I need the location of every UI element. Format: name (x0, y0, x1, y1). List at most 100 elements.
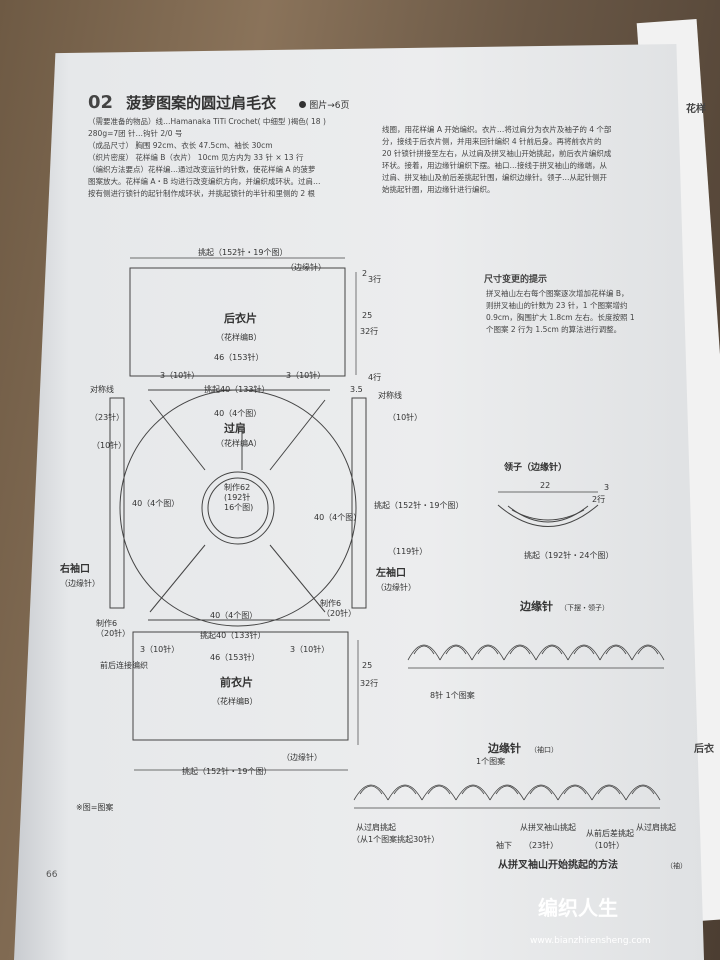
scallop-mark (625, 784, 661, 801)
watermark-logo: 编织人生 (538, 896, 618, 920)
label-collar-w22: 22 (540, 481, 550, 490)
label-h3-left: 3（10针） (160, 370, 199, 380)
label-back-pattern: （花样编B） (216, 332, 262, 342)
label-h2: 2 (362, 269, 367, 278)
side-pattern-label: 花样 (686, 104, 706, 115)
label-h25-b: 25 (362, 661, 372, 670)
edge-stitch-chart-hem (407, 644, 665, 669)
scallop-mark (421, 784, 457, 801)
label-v35: 3.5 (350, 385, 363, 394)
edge-stitch-chart-cuff (353, 784, 661, 809)
intro-right-line: 分，接线于后衣片侧，并用来回针编织 4 针前后身。再将前衣片的 (382, 137, 602, 146)
intro-right-line: 过肩、拼叉袖山及前后差挑起针围，编织边缘针。领子…从起针侧开 (382, 173, 607, 182)
label-edge-bottom: （边缘针） (282, 752, 322, 762)
label-p119: （119针） (388, 546, 427, 556)
label-pickup-top: 挑起（152针・19个图） (198, 247, 287, 257)
scallop-inner-mark (413, 645, 435, 655)
scallop-inner-mark (509, 645, 531, 655)
size-change-line: 则拼叉袖山的针数为 23 针，1 个图案增约 (486, 301, 628, 310)
label-right-cuff: 右袖口 (59, 562, 90, 575)
neck-label-line: 16个图) (224, 503, 253, 512)
label-from-yoke2: （从1个图案挑起30针） (352, 834, 439, 844)
label-40-right: 40（4个图） (314, 513, 361, 522)
label-edge1-rep: 8针 1个图案 (430, 690, 475, 700)
label-yoke-title: 过肩 (224, 421, 246, 435)
label-left-cuff: 左袖口 (375, 566, 406, 579)
label-p10-left: （10针） (92, 440, 126, 450)
intro-left-line: 280g=7团 针…钩针 2/0 号 (88, 129, 183, 138)
right-sleeve-strip (109, 397, 125, 609)
scallop-mark (535, 644, 569, 661)
scallop-mark (523, 784, 559, 801)
label-from-yoke: 从过肩挑起 (356, 822, 396, 832)
intro-left-line: 按有侧进行锁针的起针制作成环状，并挑起锁针的半针和里侧的 2 根 (88, 189, 316, 198)
label-front-title: 前衣片 (220, 675, 253, 689)
label-from-body: 从前后差挑起 (586, 828, 634, 838)
scallop-inner-mark (393, 785, 417, 795)
scallop-inner-mark (637, 645, 659, 655)
scallop-mark (407, 644, 441, 661)
scallop-inner-mark (359, 785, 383, 795)
label-pickup40-bottom: 挑起40（133针） (200, 630, 265, 640)
label-edge2-sub: （袖口） (530, 745, 558, 754)
label-st20-left: （20针） (96, 628, 130, 638)
label-h4: 4行 (368, 372, 381, 382)
label-from-sleeve: 从拼叉袖山挑起 (520, 822, 576, 832)
pattern-number: 02 (88, 92, 114, 113)
label-make6-right: 制作6 (320, 598, 341, 608)
label-collar-h3: 3 (604, 483, 609, 492)
scallop-inner-mark (495, 785, 519, 795)
scallop-inner-mark (597, 785, 621, 795)
intro-left-line: （织片密度） 花样编 B（衣片） 10cm 见方内为 33 针 × 13 行 (88, 153, 304, 162)
label-pickup40: 挑起40（133针） (204, 384, 269, 394)
label-left-cuff-edge: （边缘针） (376, 582, 416, 592)
neck-label-line: 制作62 (224, 482, 250, 492)
label-p10-right: （10针） (388, 412, 422, 422)
scallop-inner-mark (477, 645, 499, 655)
label-edge2-title: 边缘针 (487, 741, 521, 755)
label-st20-right: （20针） (322, 608, 356, 618)
back-body-shape (129, 267, 346, 377)
scallop-mark (439, 644, 473, 661)
scallop-mark (599, 644, 633, 661)
pattern-title: 菠萝图案的圆过肩毛衣 (126, 94, 277, 112)
intro-left-line: （成品尺寸） 胸围 92cm、衣长 47.5cm、袖长 30cm (88, 141, 273, 150)
intro-right-line: 始挑起针圈，用边缘针进行编织。 (382, 185, 495, 194)
scallop-inner-mark (573, 645, 595, 655)
size-change-line: 0.9cm，胸围扩大 1.8cm 左右。长度按照 1 (486, 313, 635, 322)
scallop-mark (503, 644, 537, 661)
scallop-inner-mark (541, 645, 563, 655)
label-edge-top: （边缘针） (286, 262, 326, 272)
scallop-inner-mark (529, 785, 553, 795)
size-change-title: 尺寸变更的提示 (484, 275, 548, 285)
label-under: 袖下 (496, 840, 512, 850)
pattern-header: 02 菠萝图案的圆过肩毛衣 图片→6页 (88, 92, 350, 113)
intro-right-line: 线圈，用花样编 A 开始编织。衣片…将过肩分为衣片及袖子的 4 个部 (382, 125, 612, 134)
intro-text-left: （需要准备的物品）线…Hamanaka TiTi Crochet( 中细型 )褐… (88, 116, 378, 200)
label-h3-br: 3（10针） (290, 644, 329, 654)
label-collar-pick: 挑起（192针・24个图） (524, 550, 613, 560)
label-back-width: 46（153针） (214, 352, 263, 362)
intro-right-line: 20 针锁针拼接至左右，从过肩及拼叉袖山开始挑起，前后衣片编织成 (382, 149, 612, 158)
label-p23-left: （23针） (90, 412, 124, 422)
scallop-mark (591, 784, 627, 801)
intro-left-line: （需要准备的物品）线…Hamanaka TiTi Crochet( 中细型 )褐… (88, 117, 326, 126)
scallop-inner-mark (427, 785, 451, 795)
scallop-mark (455, 784, 491, 801)
label-edge2-rep: 1个图案 (476, 756, 505, 766)
bullet-icon (299, 101, 307, 108)
left-sleeve-strip (351, 397, 367, 609)
intro-right-line: 环状。接着，用边缘针编织下摆。袖口…接线于拼叉袖山的缘端，从 (382, 161, 607, 170)
scallop-inner-mark (461, 785, 485, 795)
label-sym-right: 对称线 (378, 390, 402, 400)
label-front-pattern: （花样编B） (212, 696, 258, 706)
scallop-mark (387, 784, 423, 801)
label-h3-bl: 3（10针） (140, 644, 179, 654)
label-40-bottom: 40（4个图） (210, 611, 257, 620)
scallop-mark (567, 644, 601, 661)
scallop-inner-mark (563, 785, 587, 795)
yoke-neck-circle (201, 471, 275, 545)
scallop-mark (489, 784, 525, 801)
